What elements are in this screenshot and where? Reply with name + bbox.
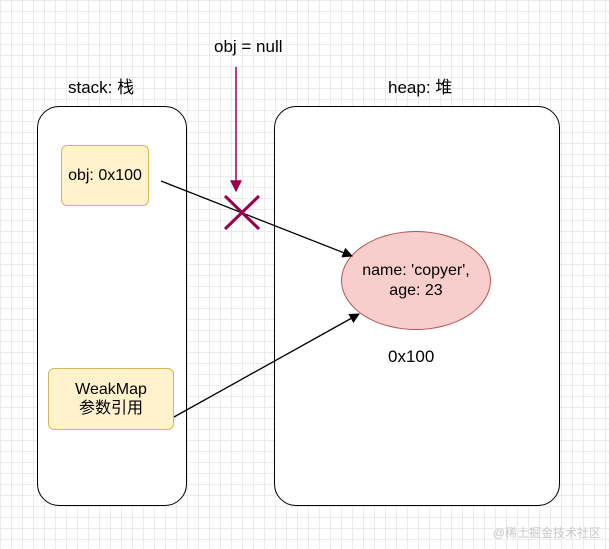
weakmap-reference-node: WeakMap 参数引用 bbox=[48, 368, 174, 430]
heap-object-age: age: 23 bbox=[389, 281, 443, 299]
heap-object: name: 'copyer', age: 23 bbox=[341, 231, 491, 330]
heap-object-name: name: 'copyer', bbox=[362, 261, 470, 279]
obj-null-label: obj = null bbox=[214, 37, 283, 56]
weakmap-subtitle: 参数引用 bbox=[78, 400, 143, 417]
heap-address-label: 0x100 bbox=[388, 347, 435, 366]
watermark: @稀土掘金技术社区 bbox=[492, 526, 601, 540]
stack-title: stack: 栈 bbox=[68, 78, 135, 97]
obj-reference-label: obj: 0x100 bbox=[68, 167, 142, 184]
heap-title: heap: 堆 bbox=[388, 78, 453, 97]
weakmap-to-heap-arrow bbox=[173, 313, 360, 418]
obj-to-heap-arrow bbox=[160, 180, 353, 258]
cross-mark-icon bbox=[223, 194, 261, 231]
weakmap-label: WeakMap bbox=[75, 381, 147, 398]
obj-reference-node: obj: 0x100 bbox=[61, 145, 149, 206]
